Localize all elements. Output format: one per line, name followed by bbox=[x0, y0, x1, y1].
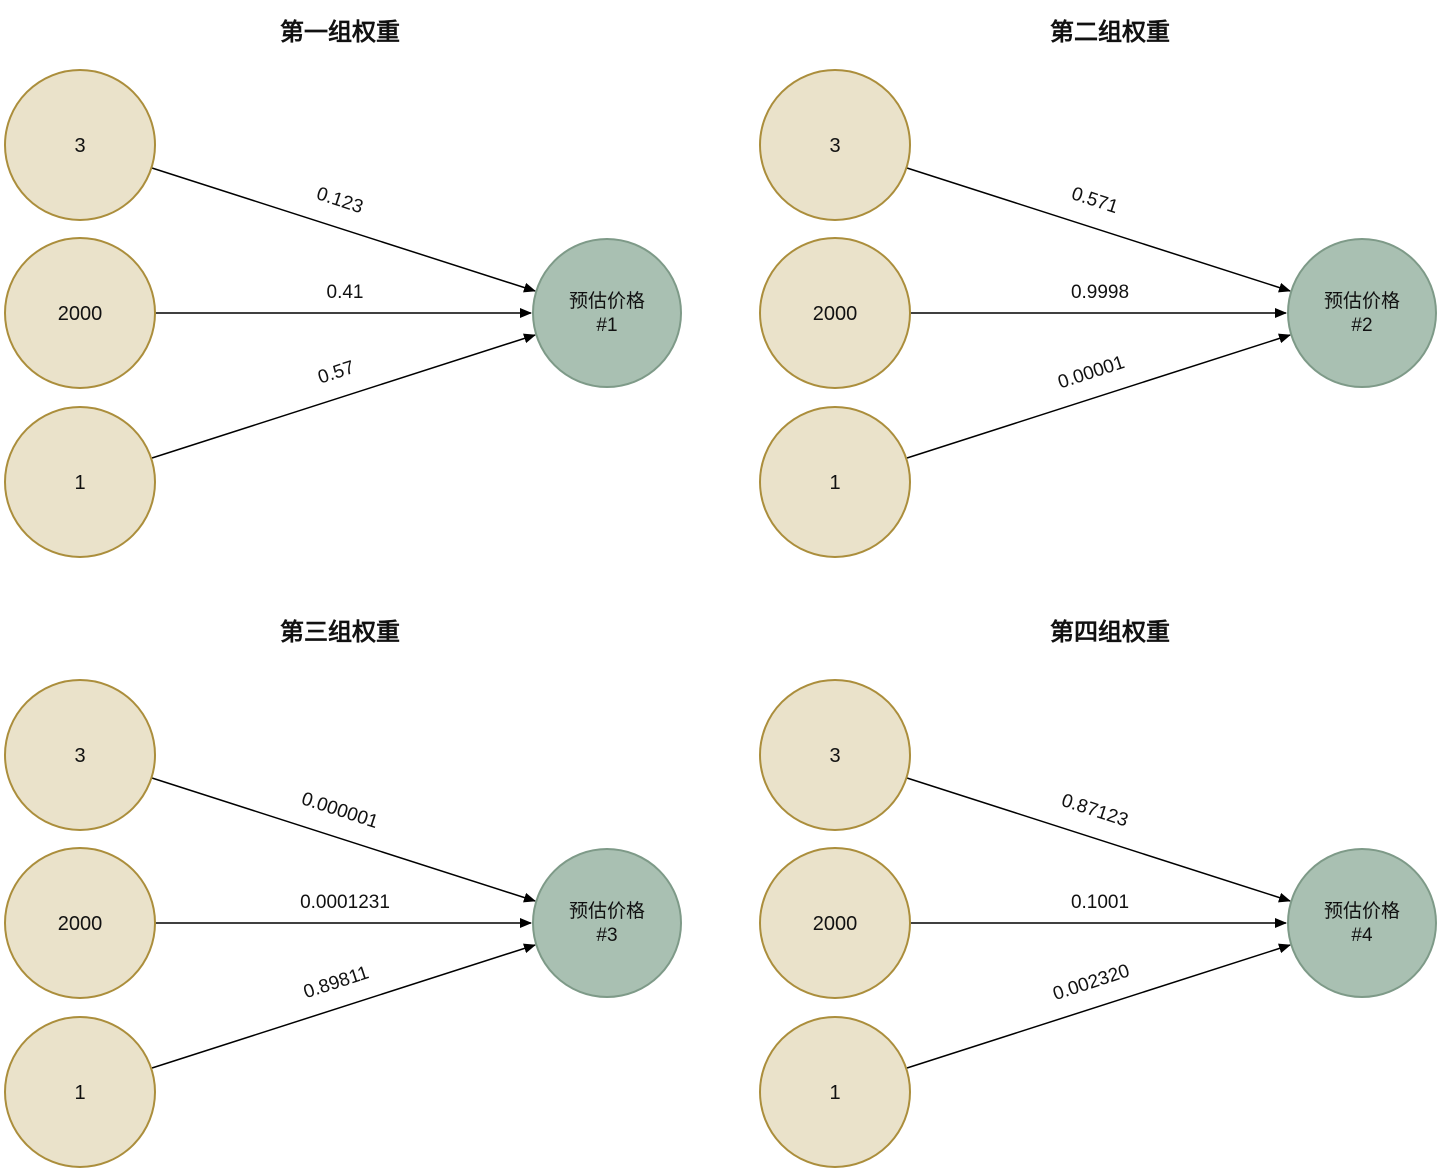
input-node-value: 3 bbox=[829, 745, 840, 767]
input-node-circle bbox=[4, 237, 156, 389]
input-node-circle bbox=[4, 847, 156, 999]
weight-arrow bbox=[151, 167, 536, 293]
input-node-value: 3 bbox=[829, 135, 840, 157]
weight-group-2: 第二组权重 3 2000 1 0.571 0.9998 0.00001 预估价格… bbox=[759, 18, 1437, 558]
input-node-value: 1 bbox=[829, 472, 840, 494]
output-node-id: #1 bbox=[596, 315, 617, 336]
input-node-circle bbox=[4, 69, 156, 221]
group-title: 第一组权重 bbox=[280, 18, 400, 46]
input-node-circle bbox=[759, 69, 911, 221]
weight-value: 0.9998 bbox=[1071, 282, 1129, 303]
weight-value: 0.1001 bbox=[1071, 892, 1129, 913]
weight-value: 0.000001 bbox=[299, 789, 381, 833]
weight-value: 0.89811 bbox=[301, 962, 371, 1003]
output-node-id: #4 bbox=[1351, 925, 1373, 946]
weight-group-4: 第四组权重 3 2000 1 0.87123 0.1001 0.002320 预… bbox=[759, 618, 1437, 1168]
weight-value: 0.571 bbox=[1069, 183, 1121, 218]
weight-arrow bbox=[906, 943, 1291, 1069]
input-node-circle bbox=[4, 679, 156, 831]
input-node-value: 3 bbox=[74, 135, 85, 157]
output-node-label: 预估价格 bbox=[569, 290, 645, 312]
input-node-value: 2000 bbox=[813, 303, 858, 325]
input-node-value: 2000 bbox=[813, 913, 858, 935]
output-node-circle bbox=[1287, 848, 1437, 998]
weight-group-3: 第三组权重 3 2000 1 0.000001 0.0001231 0.8981… bbox=[4, 618, 682, 1168]
input-node-value: 3 bbox=[74, 745, 85, 767]
group-title: 第四组权重 bbox=[1050, 618, 1170, 646]
input-node-circle bbox=[759, 847, 911, 999]
weight-value: 0.57 bbox=[315, 357, 357, 388]
weight-value: 0.0001231 bbox=[300, 892, 390, 913]
input-node-circle bbox=[4, 1016, 156, 1168]
weight-arrow bbox=[906, 333, 1291, 459]
output-node-circle bbox=[1287, 238, 1437, 388]
weight-group-1: 第一组权重 3 2000 1 0.123 0.41 0.57 预估价格 #1 bbox=[4, 18, 682, 558]
input-node-value: 1 bbox=[829, 1082, 840, 1104]
weight-arrow bbox=[151, 333, 536, 459]
input-node-value: 1 bbox=[74, 1082, 85, 1104]
output-node-circle bbox=[532, 848, 682, 998]
output-node-label: 预估价格 bbox=[569, 900, 645, 922]
weight-arrow bbox=[906, 167, 1291, 293]
output-node-label: 预估价格 bbox=[1324, 900, 1400, 922]
group-title: 第三组权重 bbox=[280, 618, 400, 646]
input-node-circle bbox=[759, 237, 911, 389]
input-node-circle bbox=[4, 406, 156, 558]
input-node-circle bbox=[759, 406, 911, 558]
output-node-id: #2 bbox=[1351, 315, 1372, 336]
weight-arrow bbox=[151, 777, 536, 903]
weight-value: 0.41 bbox=[327, 282, 364, 303]
weight-value: 0.002320 bbox=[1050, 961, 1132, 1005]
output-node-id: #3 bbox=[596, 925, 617, 946]
input-node-value: 2000 bbox=[58, 913, 103, 935]
weight-value: 0.00001 bbox=[1055, 352, 1127, 393]
output-node-label: 预估价格 bbox=[1324, 290, 1400, 312]
input-node-value: 2000 bbox=[58, 303, 103, 325]
group-title: 第二组权重 bbox=[1050, 18, 1170, 46]
weight-value: 0.87123 bbox=[1059, 790, 1131, 831]
input-node-circle bbox=[759, 679, 911, 831]
weight-arrow bbox=[906, 777, 1291, 903]
input-node-circle bbox=[759, 1016, 911, 1168]
weight-arrow bbox=[151, 943, 536, 1069]
input-node-value: 1 bbox=[74, 472, 85, 494]
weight-value: 0.123 bbox=[314, 183, 366, 218]
output-node-circle bbox=[532, 238, 682, 388]
